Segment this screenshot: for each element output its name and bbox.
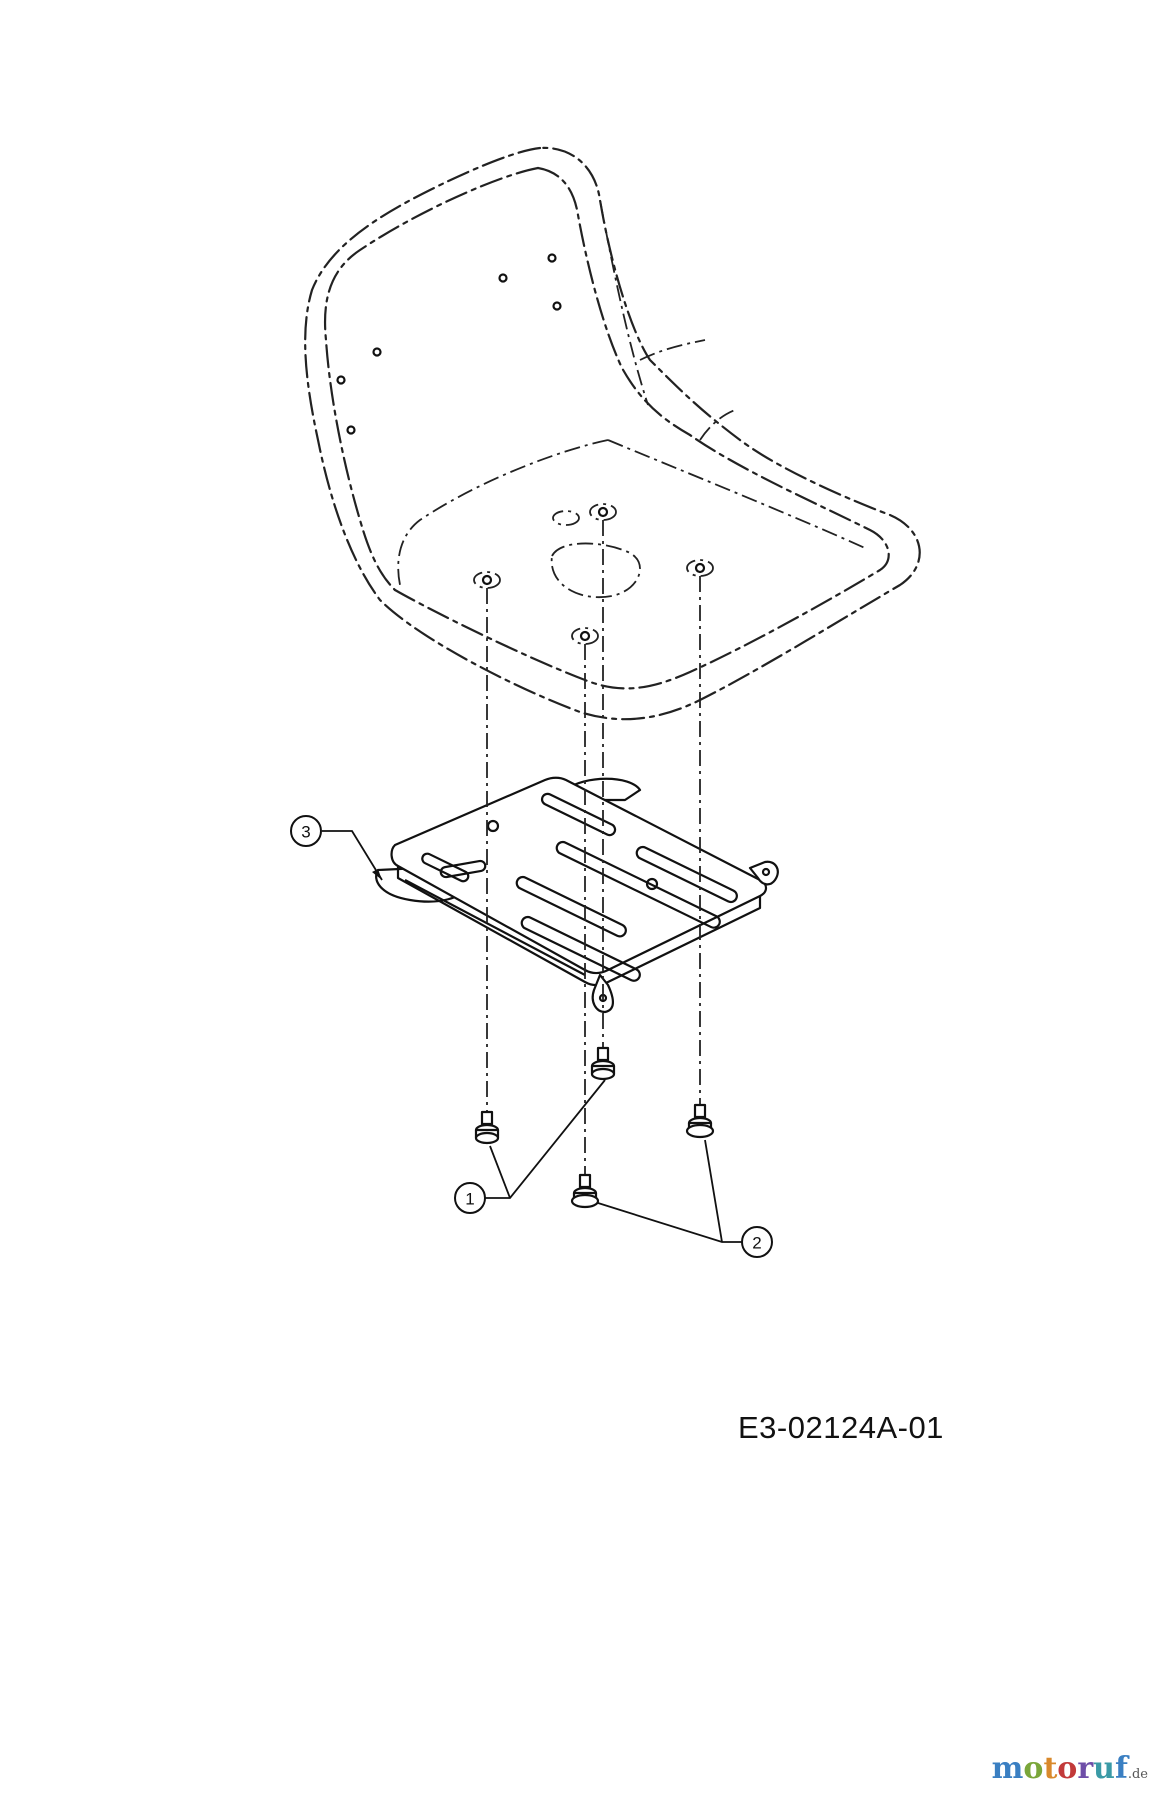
callout-1: 1 [454,1182,486,1214]
logo-suffix: .de [1127,1767,1148,1782]
seat-mount-bosses [473,503,714,645]
screw-center-top [590,1046,616,1081]
logo-letter: f [1114,1751,1128,1786]
logo-letter: r [1077,1751,1094,1786]
callout-3-number: 3 [301,823,310,842]
seat-outline [304,146,921,721]
seat-plate [375,776,779,1014]
logo-letter: o [1023,1751,1044,1786]
screw-right [685,1103,715,1139]
callout-1-number: 1 [465,1190,474,1209]
logo-letter: u [1093,1751,1115,1786]
logo-letter: t [1043,1751,1058,1786]
logo-letter: o [1057,1751,1078,1786]
brand-logo[interactable]: motoruf.de [992,1751,1148,1786]
callout-2: 2 [741,1226,773,1258]
leader-lines [322,830,742,1243]
logo-letter: m [991,1751,1024,1786]
callout-3: 3 [290,815,322,847]
drawing-number: E3-02124A-01 [738,1410,944,1445]
screw-center-bottom [570,1173,600,1209]
screw-left [474,1110,500,1145]
callout-2-number: 2 [752,1234,761,1253]
assembly-lines [486,520,701,1175]
